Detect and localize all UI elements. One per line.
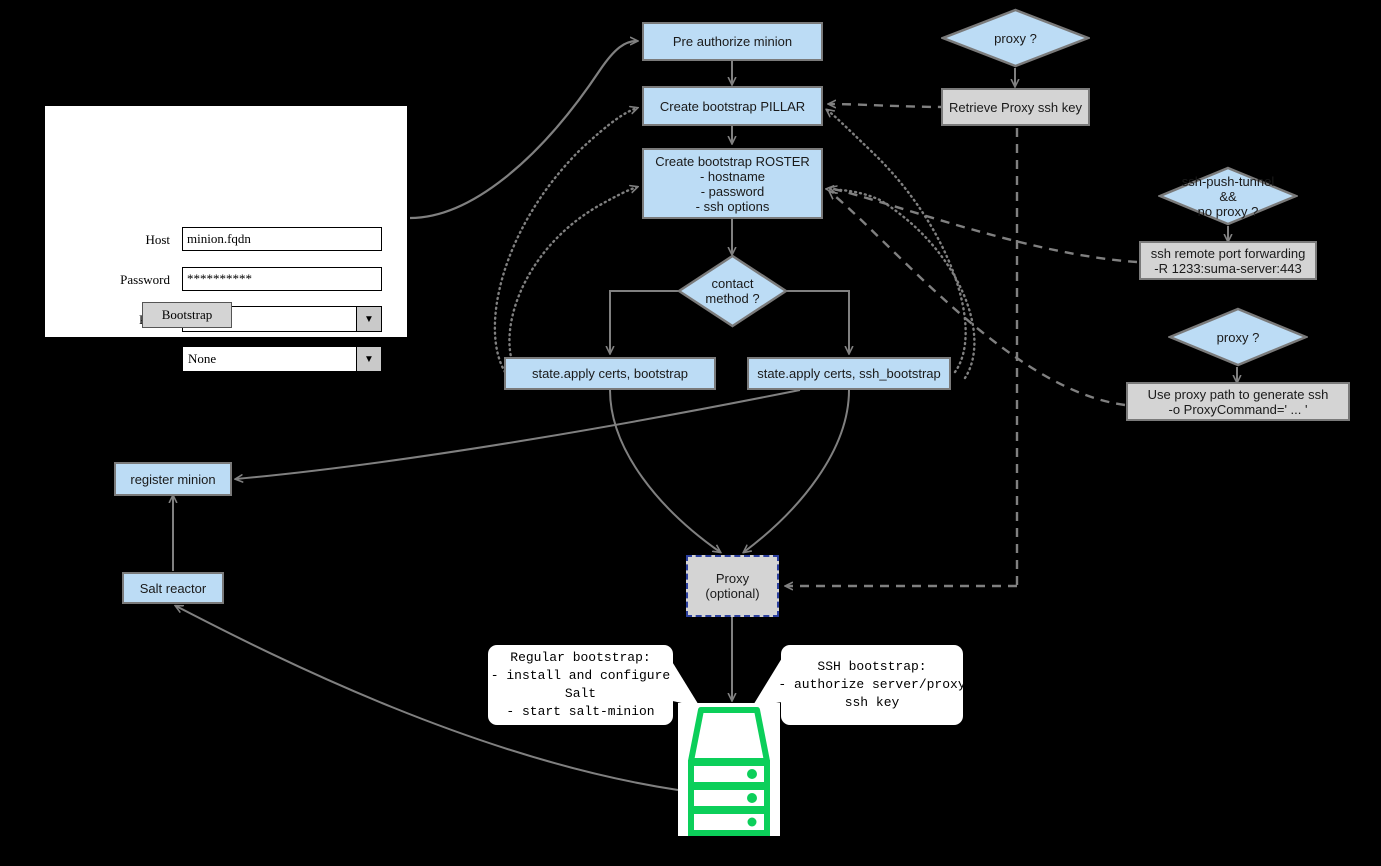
activation-key-select[interactable]: None ▼ (182, 346, 382, 372)
server-glyph (688, 707, 770, 836)
decision-proxy-top-label: proxy ? (994, 30, 1037, 46)
node-salt-reactor[interactable]: Salt reactor (122, 572, 224, 604)
chevron-down-icon[interactable]: ▼ (356, 307, 381, 331)
node-state-apply-bootstrap[interactable]: state.apply certs, bootstrap (504, 357, 716, 390)
node-state-apply-ssh-bootstrap[interactable]: state.apply certs, ssh_bootstrap (747, 357, 951, 390)
callout-regular-bootstrap: Regular bootstrap: - install and configu… (488, 645, 673, 725)
node-pre-authorize-minion[interactable]: Pre authorize minion (642, 22, 823, 61)
server-icon (678, 703, 780, 836)
activation-key-label: Activation key (93, 352, 170, 367)
decision-proxy-top[interactable]: proxy ? (941, 8, 1090, 68)
decision-contact-method-label: contact method ? (705, 276, 760, 306)
callout-ssh-bootstrap: SSH bootstrap: - authorize server/proxy … (778, 645, 966, 725)
bootstrap-button[interactable]: Bootstrap (142, 302, 232, 328)
password-label: Password (120, 272, 170, 287)
activation-key-select-value: None (188, 351, 217, 366)
node-use-proxy-path[interactable]: Use proxy path to generate ssh -o ProxyC… (1126, 382, 1350, 421)
node-ssh-remote-port-forwarding[interactable]: ssh remote port forwarding -R 1233:suma-… (1139, 241, 1317, 280)
diamond-shape (1158, 166, 1298, 226)
decision-proxy-bottom-label: proxy ? (1216, 329, 1260, 345)
decision-contact-method[interactable]: contact method ? (677, 254, 788, 328)
node-create-bootstrap-pillar[interactable]: Create bootstrap PILLAR (642, 86, 823, 126)
decision-ssh-push-tunnel-label: ssh-push-tunnel && no proxy ? (1181, 173, 1275, 219)
decision-proxy-bottom[interactable]: proxy ? (1168, 307, 1308, 367)
chevron-down-icon[interactable]: ▼ (356, 347, 381, 371)
node-create-bootstrap-roster[interactable]: Create bootstrap ROSTER - hostname - pas… (642, 148, 823, 219)
node-register-minion[interactable]: register minion (114, 462, 232, 496)
diamond-shape (941, 8, 1090, 68)
decision-ssh-push-tunnel[interactable]: ssh-push-tunnel && no proxy ? (1158, 166, 1298, 226)
diamond-shape (677, 254, 788, 328)
host-input[interactable]: minion.fqdn (182, 227, 382, 251)
password-input[interactable]: ********** (182, 267, 382, 291)
node-proxy-optional[interactable]: Proxy (optional) (686, 555, 779, 617)
bootstrap-minion-form: Host minion.fqdn Password ********** Pro… (44, 105, 408, 372)
host-label: Host (145, 232, 170, 247)
diamond-shape (1168, 307, 1308, 367)
node-retrieve-proxy-ssh-key[interactable]: Retrieve Proxy ssh key (941, 88, 1090, 126)
